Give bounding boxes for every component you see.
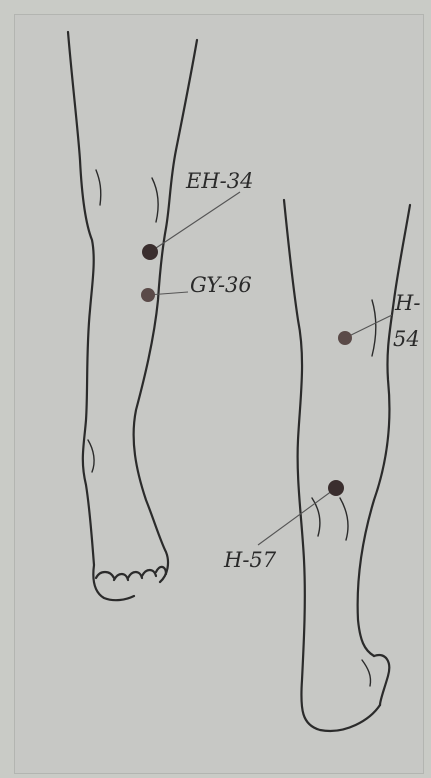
h54-label-line2: 54 (393, 327, 420, 351)
h57-leader-line (258, 488, 336, 545)
eh34-leader-line (150, 192, 240, 252)
h57-label: H-57 (223, 548, 277, 572)
h54-point (338, 331, 352, 345)
gy36-point (141, 288, 155, 302)
eh34-label: EH-34 (185, 169, 253, 193)
eh34-point (142, 244, 158, 260)
gy36-label: GY-36 (190, 273, 252, 297)
h57-point (328, 480, 344, 496)
h54-leader-line (345, 315, 392, 338)
front-leg-drawing (68, 32, 197, 600)
h54-label-line1: H- (394, 291, 420, 315)
back-leg-drawing (284, 200, 410, 731)
leader-lines (148, 192, 392, 545)
